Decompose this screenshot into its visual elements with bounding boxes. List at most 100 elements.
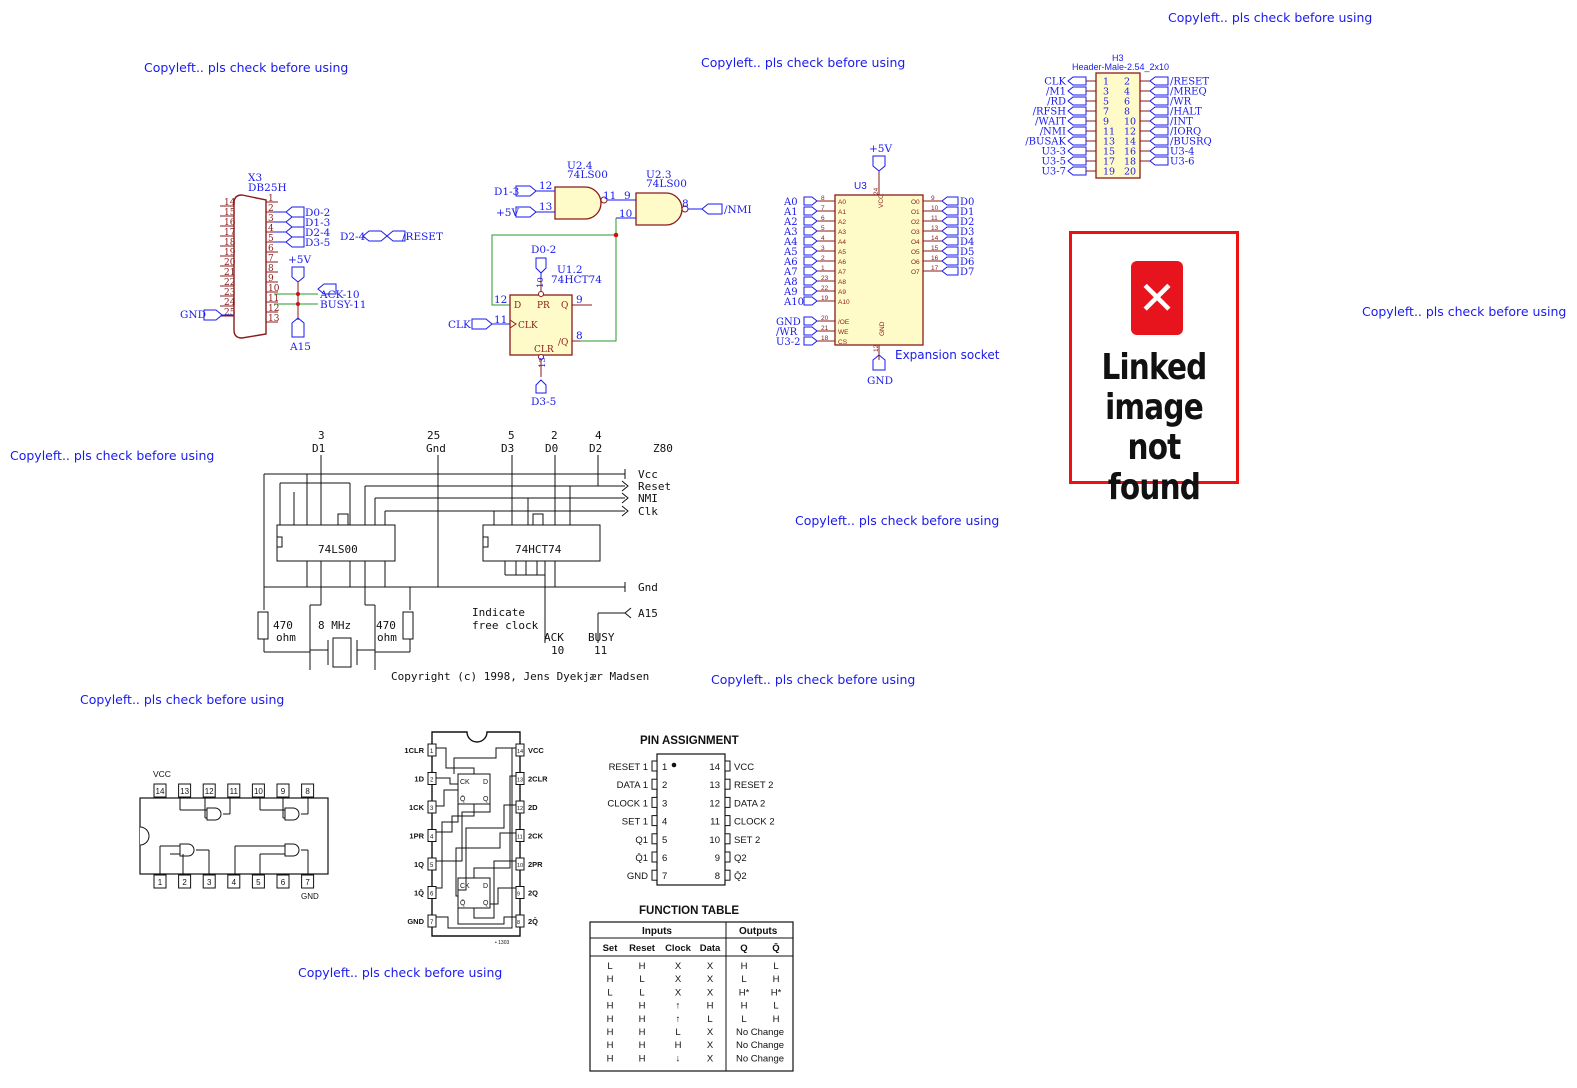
db25-right-pin: 12 bbox=[268, 304, 279, 314]
reset-label: Reset bbox=[638, 480, 671, 493]
h3-left-port bbox=[1067, 156, 1087, 166]
db25-left-pin: 16 bbox=[224, 218, 236, 228]
ft-cell: X bbox=[707, 961, 714, 972]
h3-left-label: /RD bbox=[1047, 97, 1066, 108]
r2-value: 470 bbox=[376, 619, 396, 632]
ic7400-top-pin bbox=[178, 783, 192, 798]
pa-right-pin-stub bbox=[724, 778, 731, 790]
ic7474-right-pin bbox=[515, 914, 525, 928]
u3-data-port bbox=[941, 256, 959, 266]
u3-addr-label: A3 bbox=[783, 227, 798, 238]
svg-text:2: 2 bbox=[551, 429, 558, 442]
ft-cell: H bbox=[773, 1014, 780, 1025]
ic7474-left-pin-num: 3 bbox=[430, 806, 434, 812]
db25-d1-port: D1-3 bbox=[285, 216, 330, 229]
h3-even-pin: 6 bbox=[1124, 97, 1130, 108]
ff2-q: Q bbox=[483, 900, 489, 907]
db25-left-pin: 21 bbox=[224, 268, 235, 278]
ff-clk-label: CLK bbox=[448, 319, 471, 331]
db25-left-pin: 22 bbox=[224, 278, 235, 288]
gnd-label: Gnd bbox=[638, 581, 658, 594]
ff-nq: /Q bbox=[558, 338, 568, 348]
u3-addr-port bbox=[803, 296, 818, 306]
db25-left-pin: 17 bbox=[224, 228, 236, 238]
h3-right-port bbox=[1149, 146, 1169, 156]
ff-pin-11: 11 bbox=[494, 314, 507, 326]
h3-even-pin: 12 bbox=[1124, 127, 1136, 138]
ft-cell: H bbox=[639, 1001, 646, 1012]
broken-line-3: not found bbox=[1107, 427, 1201, 508]
ic7474-left-label: 1D bbox=[414, 775, 424, 784]
pin-12: 12 bbox=[539, 180, 552, 192]
db25-right-pin: 11 bbox=[268, 294, 279, 304]
pa-right-label: DATA 2 bbox=[734, 798, 765, 809]
pa-left-pin: 7 bbox=[662, 871, 667, 882]
u3-addr-port bbox=[803, 266, 818, 276]
pa-right-pin: 12 bbox=[709, 798, 720, 809]
u3-data-port bbox=[941, 246, 959, 256]
u3-caption: Expansion socket bbox=[895, 348, 1000, 362]
h3-right-port bbox=[1149, 86, 1169, 96]
z80-label: Z80 bbox=[653, 442, 673, 455]
db25-left-pin: 14 bbox=[224, 198, 236, 208]
h3-left-label: U3-7 bbox=[1041, 167, 1066, 178]
h3-left-port bbox=[1067, 86, 1087, 96]
ft-cell: ↓ bbox=[676, 1053, 681, 1064]
ft-group-outputs: Outputs bbox=[739, 926, 778, 937]
ic7400-bottom-pin bbox=[251, 874, 265, 889]
u23-ref: U2.3 bbox=[646, 169, 672, 181]
pa-right-label: VCC bbox=[734, 762, 754, 773]
db25-d0-port: D0-2 bbox=[285, 206, 330, 219]
ff-clr: CLR bbox=[534, 345, 554, 355]
ic7474-left-pin bbox=[427, 914, 437, 928]
h3-left-label: /WAIT bbox=[1035, 117, 1066, 128]
u3-addr-pin: 3 bbox=[821, 245, 825, 252]
db25-left-pin: 23 bbox=[224, 288, 236, 298]
ff-d35-label: D3-5 bbox=[531, 396, 556, 408]
ic7400-top-pin-num: 10 bbox=[254, 787, 263, 796]
h3-odd-pin: 15 bbox=[1103, 147, 1115, 158]
resistor-1 bbox=[257, 611, 269, 640]
ft-cell: H bbox=[741, 961, 748, 972]
ft-cell: H bbox=[675, 1040, 682, 1051]
ft-header-cell: Clock bbox=[665, 943, 692, 954]
vcc-label: Vcc bbox=[638, 468, 658, 481]
xtal-label: 8 MHz bbox=[318, 619, 351, 632]
ff-pin-13: 13 bbox=[538, 357, 548, 368]
ic7474-left-pin bbox=[427, 829, 437, 842]
ic7474-left-pin-num: 5 bbox=[430, 863, 434, 869]
db25-ref: X3 bbox=[248, 172, 262, 184]
u3-ctrl-label: GND bbox=[776, 317, 801, 328]
ft-cell: H bbox=[639, 1040, 646, 1051]
u3-ctrl-port bbox=[803, 326, 818, 336]
h3-left-label: CLK bbox=[1044, 77, 1066, 88]
u3-ctrl-pin: 18 bbox=[821, 335, 829, 342]
u3-ref: U3 bbox=[854, 181, 867, 192]
u3-addr-label: A1 bbox=[783, 207, 798, 218]
db25-schematic: X3 DB25H 1415161718192021222324251234567… bbox=[180, 172, 443, 353]
u3-vcc-pin: 24 bbox=[873, 187, 880, 195]
db25-left-pin: 25 bbox=[224, 308, 236, 318]
u24-ref: U2.4 bbox=[567, 160, 593, 172]
r1-unit: ohm bbox=[276, 631, 296, 644]
svg-text:D0-2: D0-2 bbox=[305, 207, 330, 219]
svg-text:• 1303: • 1303 bbox=[495, 940, 509, 946]
pa-right-label: Q̄2 bbox=[734, 871, 747, 882]
u3-data-label: D0 bbox=[960, 197, 974, 208]
u3-data-pin: 15 bbox=[931, 245, 939, 252]
ft-cell: L bbox=[773, 961, 778, 972]
ic7474-right-label: 2PR bbox=[528, 860, 543, 869]
u3-data-inner: O7 bbox=[911, 269, 920, 276]
ft-cell: L bbox=[707, 1014, 712, 1025]
u3-gnd-inner: GND bbox=[879, 321, 886, 336]
db25-right-pin: 4 bbox=[268, 224, 274, 234]
ic7474-right-pin-num: 12 bbox=[517, 806, 523, 812]
chip-74hct74 bbox=[482, 524, 601, 562]
nmi-label: NMI bbox=[638, 492, 658, 505]
h3-even-pin: 18 bbox=[1124, 157, 1136, 168]
ff-pin-9: 9 bbox=[576, 294, 583, 306]
h3-right-label: /IORQ bbox=[1170, 127, 1201, 138]
